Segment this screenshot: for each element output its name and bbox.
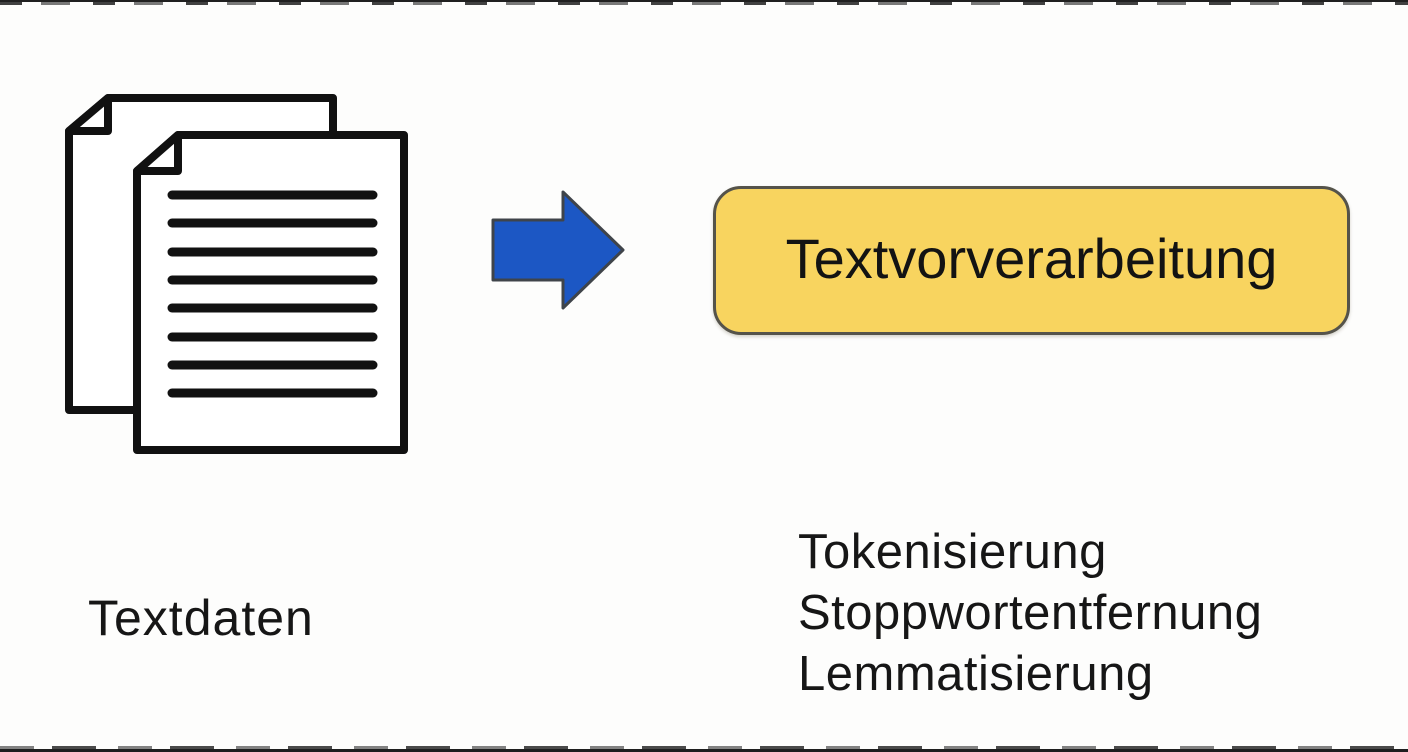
process-box-label: Textvorverarbeitung [785,226,1278,290]
text-lines [167,190,378,398]
video-artifact-bottom-edge [0,746,1408,752]
arrow-right-icon [491,190,625,310]
step-item-lemmatisierung: Lemmatisierung [798,647,1154,701]
step-item-stoppwortentfernung: Stoppwortentfernung [798,586,1263,640]
steps-list: Tokenisierung Stoppwortentfernung Lemmat… [798,522,1262,705]
step-item-tokenisierung: Tokenisierung [798,525,1107,579]
front-page-fold [133,131,182,175]
documents-icon [65,94,408,454]
back-page-fold [65,94,112,135]
front-page-shape [133,131,408,454]
process-box: Textvorverarbeitung [713,186,1350,335]
source-label: Textdaten [88,590,314,646]
arrow-right-shape [491,190,625,310]
video-artifact-top-edge [0,0,1408,5]
